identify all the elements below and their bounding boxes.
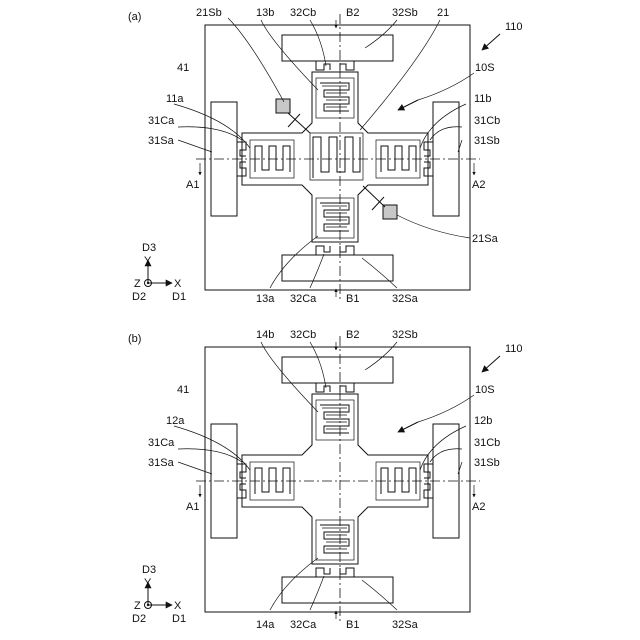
arrow-110 — [482, 34, 500, 50]
axis-label-d1: D1 — [172, 613, 186, 625]
arrow-10s — [398, 422, 418, 432]
label-b1: B1 — [346, 293, 359, 305]
axis-label-d3: D3 — [142, 242, 156, 254]
pad-21sb — [276, 99, 310, 133]
axis-label-y: Y — [144, 577, 152, 589]
label-32sb: 32Sb — [392, 329, 418, 341]
label-10s: 10S — [475, 62, 495, 74]
label-31sb: 31Sb — [474, 135, 500, 147]
axis-label-x: X — [174, 600, 182, 612]
panel-label: (a) — [128, 11, 141, 23]
label-21sb: 21Sb — [196, 7, 222, 19]
label-32cb: 32Cb — [290, 329, 316, 341]
label-31sa: 31Sa — [148, 457, 175, 469]
panel-label: (b) — [128, 333, 141, 345]
spring-connector-top — [316, 61, 354, 70]
label-b2: B2 — [346, 329, 359, 341]
label-10s: 10S — [475, 384, 495, 396]
coordinate-legend: D3 Y Z X D2 D1 — [132, 242, 186, 303]
label-a1: A1 — [186, 179, 199, 191]
anchor-top — [282, 35, 393, 61]
label-12b: 12b — [474, 415, 492, 427]
arrow-110 — [482, 356, 500, 372]
label-32ca: 32Ca — [290, 619, 317, 631]
label-41: 41 — [177, 384, 189, 396]
label-a2: A2 — [472, 501, 485, 513]
axis-label-x: X — [174, 278, 182, 290]
label-31ca: 31Ca — [148, 115, 175, 127]
label-12a: 12a — [166, 415, 185, 427]
spring-connector-bottom — [316, 568, 354, 577]
spring-connector-top — [316, 383, 354, 392]
label-32cb: 32Cb — [290, 7, 316, 19]
label-b1: B1 — [346, 619, 359, 631]
spring-connector-bottom — [316, 246, 354, 255]
ref-label-110: 110 — [505, 343, 523, 355]
anchor-top — [282, 357, 393, 383]
ref-label-110: 110 — [505, 21, 523, 33]
serpentine-bottom — [316, 520, 354, 560]
axis-label-y: Y — [144, 255, 152, 267]
panel-b: (b) — [128, 329, 523, 631]
substrate-outline — [205, 347, 470, 612]
label-11a: 11a — [166, 93, 184, 105]
axis-label-d3: D3 — [142, 564, 156, 576]
serpentine-bottom — [316, 198, 354, 238]
label-31sa: 31Sa — [148, 135, 175, 147]
label-13a: 13a — [256, 293, 275, 305]
serpentine-top — [316, 400, 354, 440]
axis-label-d1: D1 — [172, 291, 186, 303]
label-b2: B2 — [346, 7, 359, 19]
anchor-bottom — [282, 577, 393, 603]
label-32sa: 32Sa — [392, 619, 419, 631]
label-41: 41 — [177, 62, 189, 74]
coordinate-legend: D3 Y Z X D2 D1 — [132, 564, 186, 625]
label-a2: A2 — [472, 179, 485, 191]
panel-a: (a) — [128, 7, 523, 305]
label-21: 21 — [437, 7, 449, 19]
axis-label-z: Z — [134, 600, 141, 612]
axis-label-d2: D2 — [132, 291, 146, 303]
serpentine-top — [316, 78, 354, 118]
label-14b: 14b — [256, 329, 274, 341]
central-meander — [310, 133, 363, 180]
label-31ca: 31Ca — [148, 437, 175, 449]
label-13b: 13b — [256, 7, 274, 19]
label-31cb: 31Cb — [474, 115, 500, 127]
arrow-10s — [398, 100, 418, 110]
label-21sa: 21Sa — [472, 233, 499, 245]
label-14a: 14a — [256, 619, 275, 631]
label-32sb: 32Sb — [392, 7, 418, 19]
axis-label-d2: D2 — [132, 613, 146, 625]
label-31sb: 31Sb — [474, 457, 500, 469]
pad-21sa — [363, 186, 397, 219]
anchor-bottom — [282, 255, 393, 281]
axis-label-z: Z — [134, 278, 141, 290]
label-31cb: 31Cb — [474, 437, 500, 449]
label-a1: A1 — [186, 501, 199, 513]
label-32sa: 32Sa — [392, 293, 419, 305]
label-32ca: 32Ca — [290, 293, 317, 305]
label-11b: 11b — [474, 93, 492, 105]
